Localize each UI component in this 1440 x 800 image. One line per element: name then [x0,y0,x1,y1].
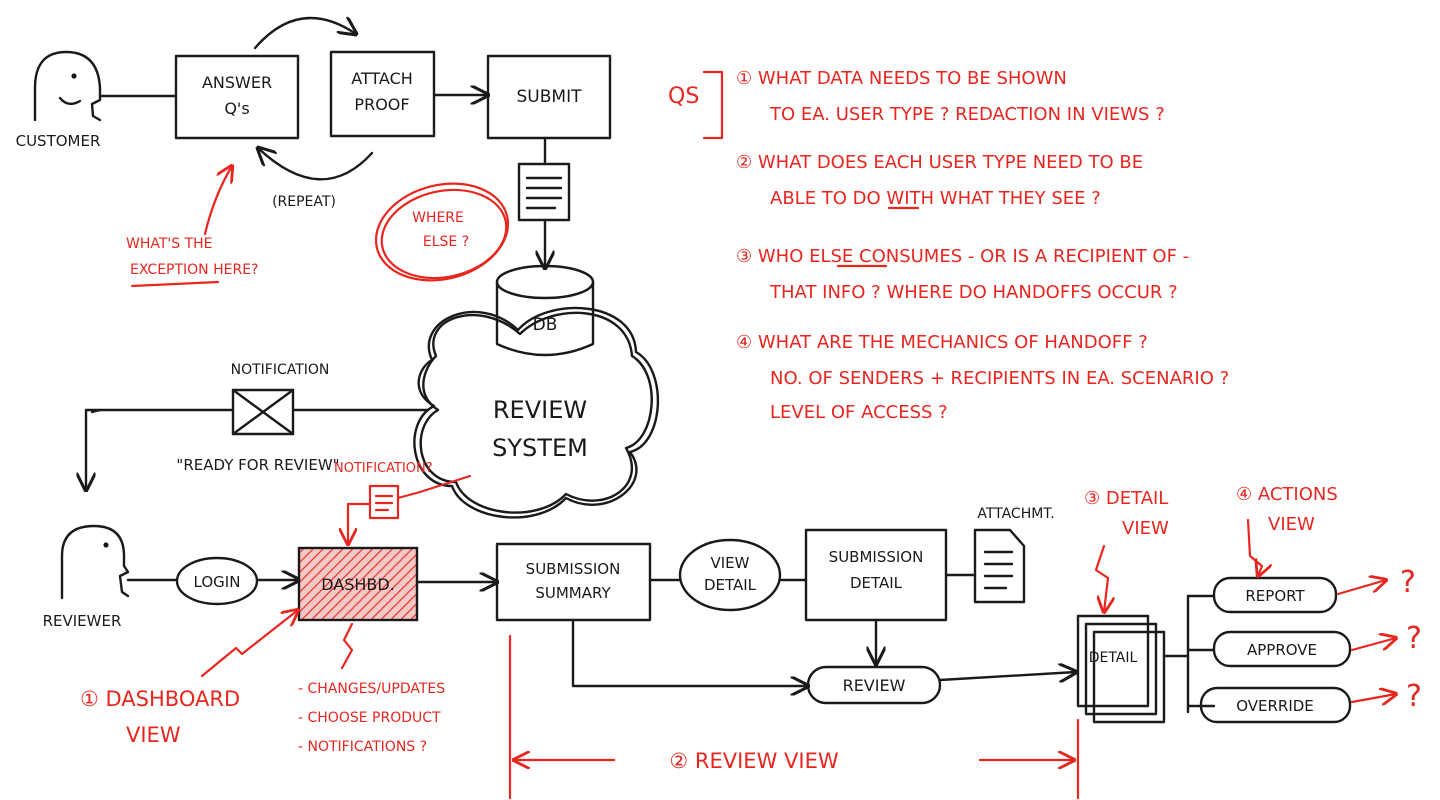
submission-summary-label: SUBMISSION [526,560,621,578]
repeat-loop-arrow [258,148,374,181]
reviewer-label: REVIEWER [43,612,122,630]
detail-view-note-2: VIEW [1122,518,1169,539]
answer-questions-label: ANSWER [202,73,272,92]
detail-document-stack [1076,614,1166,724]
question-4a: ④ WHAT ARE THE MECHANICS OF HANDOFF ? [736,332,1148,353]
attach-proof-label-2: PROOF [354,95,409,114]
answer-questions-box [174,54,300,140]
view-detail-label: VIEW [711,554,750,572]
customer-label: CUSTOMER [16,132,101,150]
notification-question-note: NOTIFICATION? [334,461,433,476]
reviewer-icon [60,524,130,600]
attachment-label: ATTACHMT. [977,506,1054,522]
review-system-cloud [413,306,660,519]
notification-label: NOTIFICATION [231,362,330,378]
review-system-label: REVIEW [493,396,587,424]
approve-question: ? [1406,621,1422,656]
detail-stack-label: DETAIL [1089,650,1138,666]
exception-note-2: EXCEPTION HERE? [130,262,258,278]
question-2a: ② WHAT DOES EACH USER TYPE NEED TO BE [736,152,1143,173]
question-4c: LEVEL OF ACCESS ? [770,402,948,423]
attachment-document-icon [973,528,1026,604]
submission-summary-label-2: SUMMARY [535,584,611,602]
review-pill-label: REVIEW [843,676,906,695]
approve-label: APPROVE [1247,641,1317,659]
dashboard-note-1: - CHANGES/UPDATES [298,681,445,697]
envelope-icon [231,388,295,436]
question-2b: ABLE TO DO WITH WHAT THEY SEE ? [770,188,1101,209]
question-1a: ① WHAT DATA NEEDS TO BE SHOWN [736,68,1067,89]
dashboard-note-2: - CHOOSE PRODUCT [298,710,441,726]
question-4b: NO. OF SENDERS + RECIPIENTS IN EA. SCENA… [770,368,1229,389]
report-question: ? [1400,565,1416,600]
detail-view-note: ③ DETAIL [1084,488,1168,509]
actions-view-note: ④ ACTIONS [1236,484,1338,505]
submission-summary-box [495,542,652,622]
view-detail-ellipse [678,538,782,612]
attach-proof-box [329,50,436,138]
dashboard-note-3: - NOTIFICATIONS ? [298,739,427,755]
customer-icon [33,50,102,122]
report-pill [1212,576,1338,614]
where-else-label: WHERE [412,210,464,226]
report-label: REPORT [1245,587,1305,605]
repeat-label: (REPEAT) [272,194,336,210]
questions-heading: QS [668,84,699,109]
question-3b: THAT INFO ? WHERE DO HANDOFFS OCCUR ? [769,282,1178,303]
actions-view-note-2: VIEW [1268,514,1315,535]
dashboard-box [297,546,419,622]
where-else-scribble [374,182,510,282]
submit-document-icon [517,162,571,222]
submission-detail-label: SUBMISSION [829,548,924,566]
notification-document-icon [368,484,400,520]
submit-box [486,54,612,140]
submission-detail-label-2: DETAIL [850,574,903,592]
database-icon [495,264,595,357]
submit-label: SUBMIT [517,87,583,107]
login-label: LOGIN [194,573,241,591]
override-question: ? [1406,679,1422,714]
override-label: OVERRIDE [1236,697,1314,715]
review-system-label-2: SYSTEM [492,434,588,462]
answer-to-attach-arrow [253,18,356,50]
override-pill [1199,686,1352,724]
answer-questions-label-2: Q's [224,99,249,118]
review-view-note: ② REVIEW VIEW [669,749,838,773]
dashboard-view-note: ① DASHBOARD [80,687,240,711]
dashboard-view-note-2: VIEW [126,723,181,747]
attach-proof-label: ATTACH [351,69,413,88]
approve-pill [1212,630,1352,668]
question-1b: TO EA. USER TYPE ? REDACTION IN VIEWS ? [769,104,1165,125]
question-3a: ③ WHO ELSE CONSUMES - OR IS A RECIPIENT … [736,246,1189,267]
view-detail-label-2: DETAIL [704,576,757,594]
where-else-label-2: ELSE ? [423,234,469,250]
db-label: DB [533,315,558,335]
exception-note: WHAT'S THE [126,236,213,252]
dashboard-label: DASHBD. [321,575,395,594]
ready-for-review-label: "READY FOR REVIEW" [176,456,339,474]
review-pill [806,665,942,705]
